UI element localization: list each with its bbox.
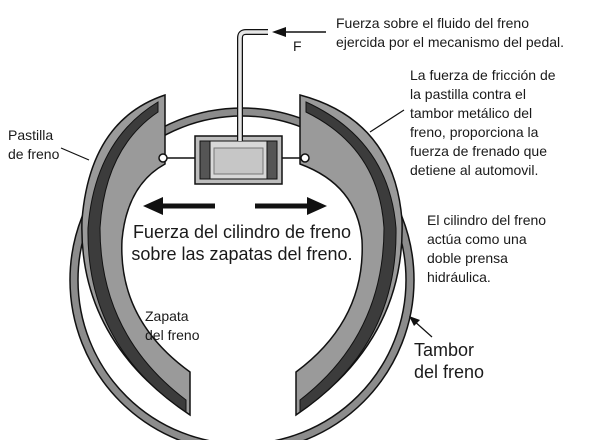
fluid-pipe (238, 30, 268, 141)
drum-leader-arrowhead (409, 316, 420, 326)
brake-pad-right (299, 101, 397, 413)
brake-pad-label: Pastilla de freno (8, 127, 60, 162)
pivot-right (300, 153, 310, 163)
cylinder-force-arrowhead-left (143, 197, 163, 215)
friction-leader (369, 109, 405, 133)
piston-left (199, 140, 211, 180)
friction-force-label: La fuerza de fricción de la pastilla con… (410, 67, 556, 178)
force-symbol-label: F (293, 38, 302, 54)
brake-fluid (213, 147, 264, 175)
fluid-pipe-outline (237, 29, 268, 141)
brake-shoe-label: Zapata del freno (145, 308, 200, 343)
cylinder-force-arrowhead-right (307, 197, 327, 215)
piston-right (266, 140, 278, 180)
pad-leader (60, 147, 90, 161)
cylinder-force-label: Fuerza del cilindro de freno sobre las z… (131, 222, 353, 264)
brake-pad-left (87, 101, 187, 413)
cylinder-press-label: El cilindro del freno actúa como una dob… (427, 212, 547, 285)
pivot-left (158, 153, 168, 163)
force-arrowhead (272, 27, 286, 37)
fluid-force-label: Fuerza sobre el fluido del freno ejercid… (336, 15, 565, 50)
brake-drum-label: Tambor del freno (414, 340, 485, 382)
